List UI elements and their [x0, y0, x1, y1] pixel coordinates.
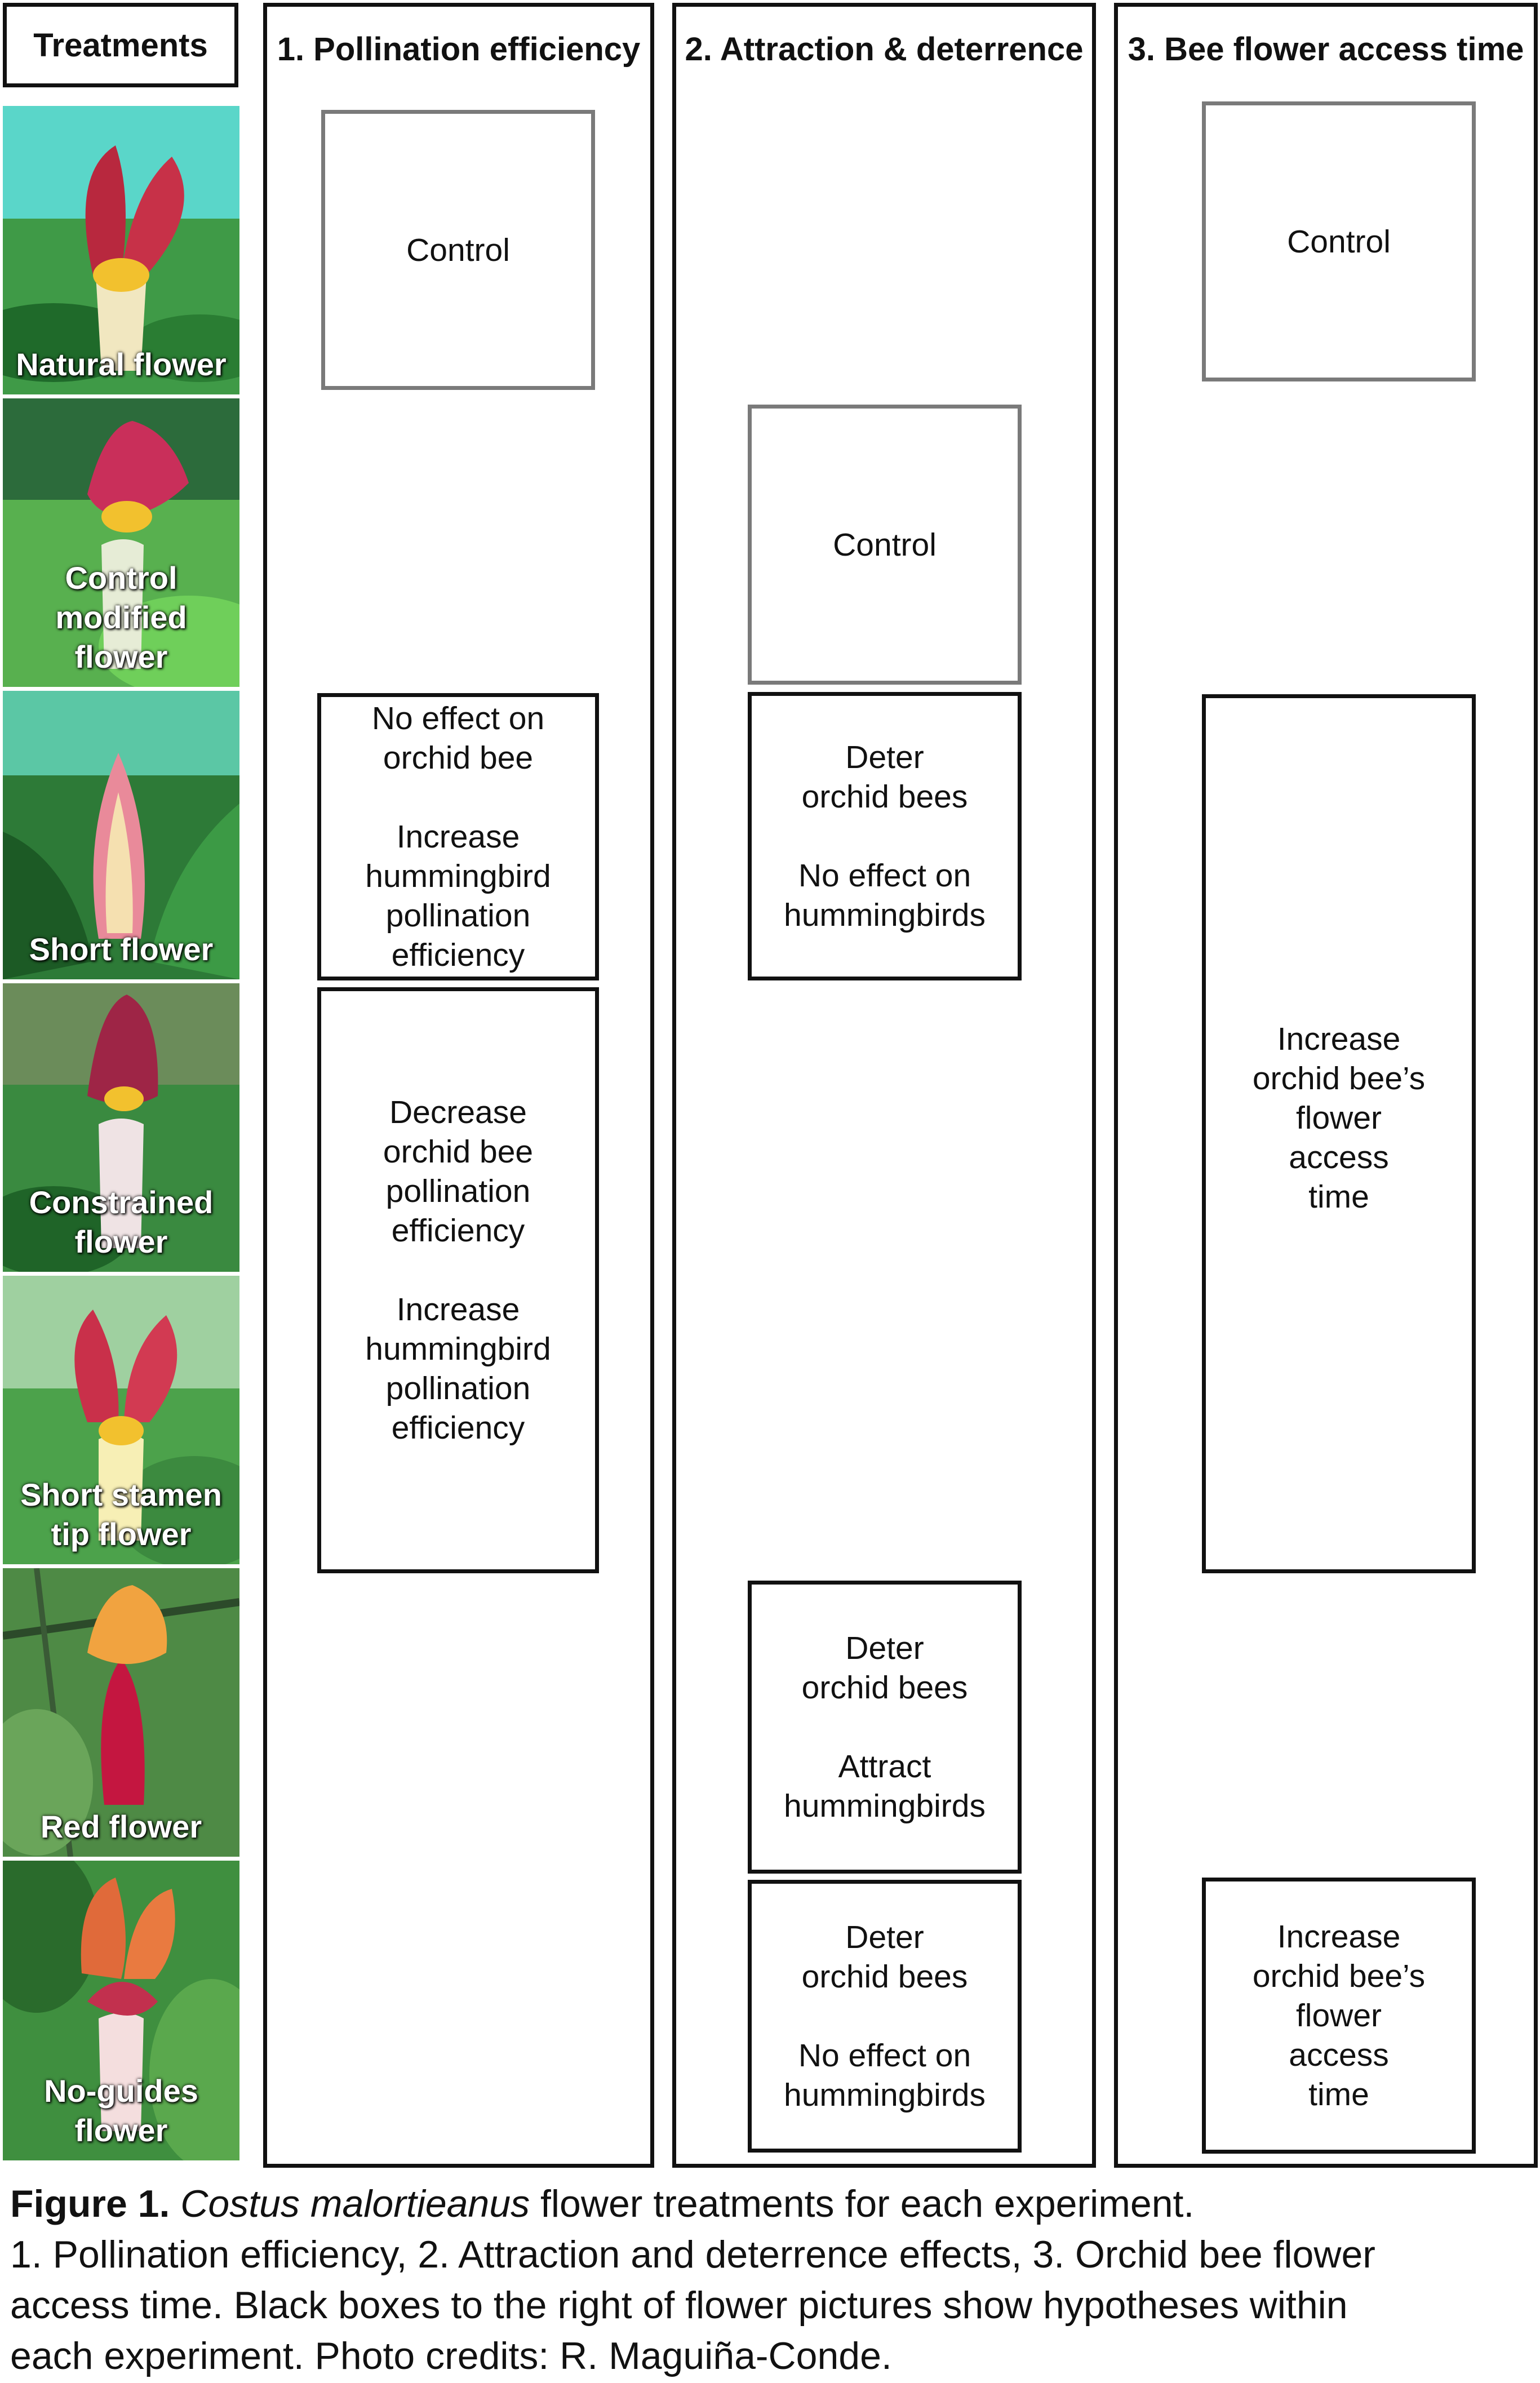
box-text: efficiency: [391, 1410, 525, 1446]
photo-label: Red flower: [40, 1809, 202, 1844]
column-attraction-deterrence: 2. Attraction & deterrence: [672, 3, 1096, 2168]
short-flower-image: [3, 691, 239, 979]
photo-label: Short stamen tip flower: [20, 1477, 222, 1552]
treatments-header: Treatments: [3, 3, 238, 87]
photo-label: No-guides flower: [44, 2073, 198, 2148]
natural-flower-image: [3, 106, 239, 394]
box-text: orchid bee’s: [1252, 1958, 1426, 1994]
box-access-short-to-stamen: Increase orchid bee’s flower access time: [1202, 694, 1476, 1573]
box-text: access: [1289, 1139, 1389, 1175]
box-text: Decrease: [389, 1094, 527, 1130]
caption-species: Costus malortieanus: [180, 2182, 530, 2225]
box-attraction-red-flower: Deter orchid bees Attract hummingbirds: [748, 1581, 1022, 1874]
box-text: pollination: [385, 1370, 531, 1406]
box-attraction-no-guides-flower: Deter orchid bees No effect on hummingbi…: [748, 1880, 1022, 2153]
box-text: Control: [406, 232, 510, 268]
box-text: orchid bees: [801, 779, 968, 815]
box-text: Attract: [838, 1749, 931, 1785]
caption-line-4: each experiment. Photo credits: R. Magui…: [10, 2335, 892, 2377]
caption-line-3: access time. Black boxes to the right of…: [10, 2284, 1348, 2327]
constrained-flower-image: [3, 983, 239, 1272]
box-text: time: [1308, 1179, 1369, 1215]
box-text: hummingbirds: [784, 2077, 986, 2113]
box-text: hummingbirds: [784, 897, 986, 933]
box-text: Increase: [1277, 1919, 1401, 1955]
column-title: 1. Pollination efficiency: [277, 30, 641, 68]
box-pollination-short-flower: No effect on orchid bee Increase humming…: [317, 693, 599, 980]
box-text: No effect on: [798, 858, 971, 894]
box-text: Control: [1287, 223, 1391, 260]
box-text: access: [1289, 2037, 1389, 2073]
box-pollination-constrained-flower: Decrease orchid bee pollination efficien…: [317, 987, 599, 1573]
photo-no-guides-flower: No-guides flower: [3, 1861, 239, 2160]
caption-title-line: Figure 1. Costus malortieanus flower tre…: [10, 2178, 1532, 2229]
box-text: orchid bee: [383, 740, 534, 776]
box-text: No effect on: [371, 700, 545, 736]
photo-control-modified-flower: Control modified flower: [3, 398, 239, 687]
photo-short-flower: Short flower: [3, 691, 239, 979]
box-attraction-control: Control: [748, 405, 1022, 685]
photo-label: Natural flower: [16, 347, 227, 382]
box-text: Increase: [396, 819, 520, 855]
photo-label: Constrained flower: [29, 1184, 214, 1259]
photo-label: Short flower: [29, 931, 214, 967]
box-text: flower: [1295, 1998, 1382, 2034]
box-text: flower: [1295, 1100, 1382, 1136]
box-text: hummingbirds: [784, 1788, 986, 1824]
column-title: 3. Bee flower access time: [1128, 30, 1524, 68]
figure-caption: Figure 1. Costus malortieanus flower tre…: [10, 2178, 1532, 2381]
photo-short-stamen-tip-flower: Short stamen tip flower: [3, 1276, 239, 1564]
photo-red-flower: Red flower: [3, 1568, 239, 1857]
box-text: No effect on: [798, 2038, 971, 2074]
box-text: hummingbird: [365, 858, 551, 894]
box-text: Control: [833, 526, 937, 563]
box-text: Deter: [845, 739, 924, 775]
box-text: Increase: [396, 1292, 520, 1328]
box-text: time: [1308, 2076, 1369, 2113]
box-text: pollination: [385, 1173, 531, 1209]
box-text: efficiency: [391, 937, 525, 973]
box-attraction-short-flower: Deter orchid bees No effect on hummingbi…: [748, 692, 1022, 980]
box-access-control: Control: [1202, 101, 1476, 381]
photo-natural-flower: Natural flower: [3, 106, 239, 394]
caption-title-rest: flower treatments for each experiment.: [530, 2182, 1195, 2225]
box-pollination-control: Control: [321, 110, 595, 390]
treatments-header-label: Treatments: [33, 26, 208, 64]
no-guides-flower-image: [3, 1861, 239, 2160]
box-text: Increase: [1277, 1021, 1401, 1057]
box-text: orchid bee: [383, 1134, 534, 1170]
red-flower-image: [3, 1568, 239, 1857]
box-text: orchid bees: [801, 1959, 968, 1995]
box-text: pollination: [385, 898, 531, 934]
column-title: 2. Attraction & deterrence: [685, 30, 1084, 68]
caption-label: Figure 1.: [10, 2182, 170, 2225]
box-access-no-guides: Increase orchid bee’s flower access time: [1202, 1878, 1476, 2154]
photo-label: Control modified flower: [55, 560, 187, 674]
box-text: orchid bee’s: [1252, 1060, 1426, 1097]
box-text: hummingbird: [365, 1331, 551, 1367]
box-text: Deter: [845, 1919, 924, 1955]
short-stamen-tip-flower-image: [3, 1276, 239, 1564]
photo-constrained-flower: Constrained flower: [3, 983, 239, 1272]
caption-line-2: 1. Pollination efficiency, 2. Attraction…: [10, 2233, 1375, 2276]
box-text: Deter: [845, 1630, 924, 1666]
box-text: orchid bees: [801, 1670, 968, 1706]
column-bee-flower-access-time: 3. Bee flower access time: [1114, 3, 1538, 2168]
column-pollination-efficiency: 1. Pollination efficiency: [263, 3, 654, 2168]
box-text: efficiency: [391, 1213, 525, 1249]
control-modified-flower-image: [3, 398, 239, 687]
